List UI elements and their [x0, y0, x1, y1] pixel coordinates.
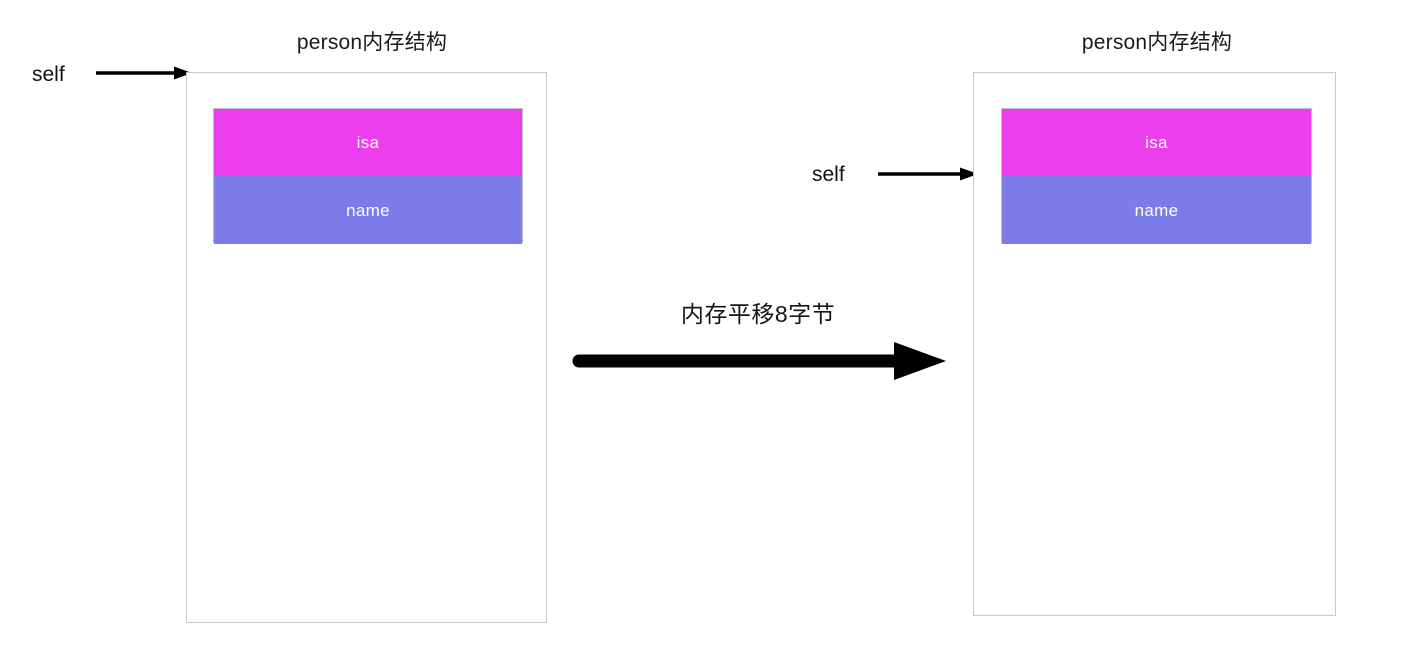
- left-field-name-label: name: [346, 200, 390, 220]
- right-panel-title: person内存结构: [1081, 31, 1233, 54]
- right-field-stack: isa name: [1001, 108, 1312, 244]
- left-field-name: name: [214, 176, 522, 244]
- left-self-pointer-label: self: [32, 63, 65, 86]
- right-self-pointer-label: self: [812, 163, 845, 186]
- left-field-stack: isa name: [213, 108, 523, 244]
- left-panel-title: person内存结构: [296, 31, 448, 54]
- right-self-pointer-arrow-icon: [878, 167, 978, 181]
- right-field-name-label: name: [1134, 200, 1179, 220]
- memory-shift-arrow-icon: [572, 340, 946, 382]
- left-field-isa-label: isa: [356, 133, 380, 152]
- right-field-name: name: [1002, 176, 1311, 244]
- memory-shift-label: 内存平移8字节: [680, 301, 836, 327]
- left-self-pointer-arrow-icon: [96, 66, 192, 80]
- right-field-isa-label: isa: [1145, 133, 1168, 152]
- right-field-isa: isa: [1002, 109, 1311, 176]
- left-field-isa: isa: [214, 109, 522, 176]
